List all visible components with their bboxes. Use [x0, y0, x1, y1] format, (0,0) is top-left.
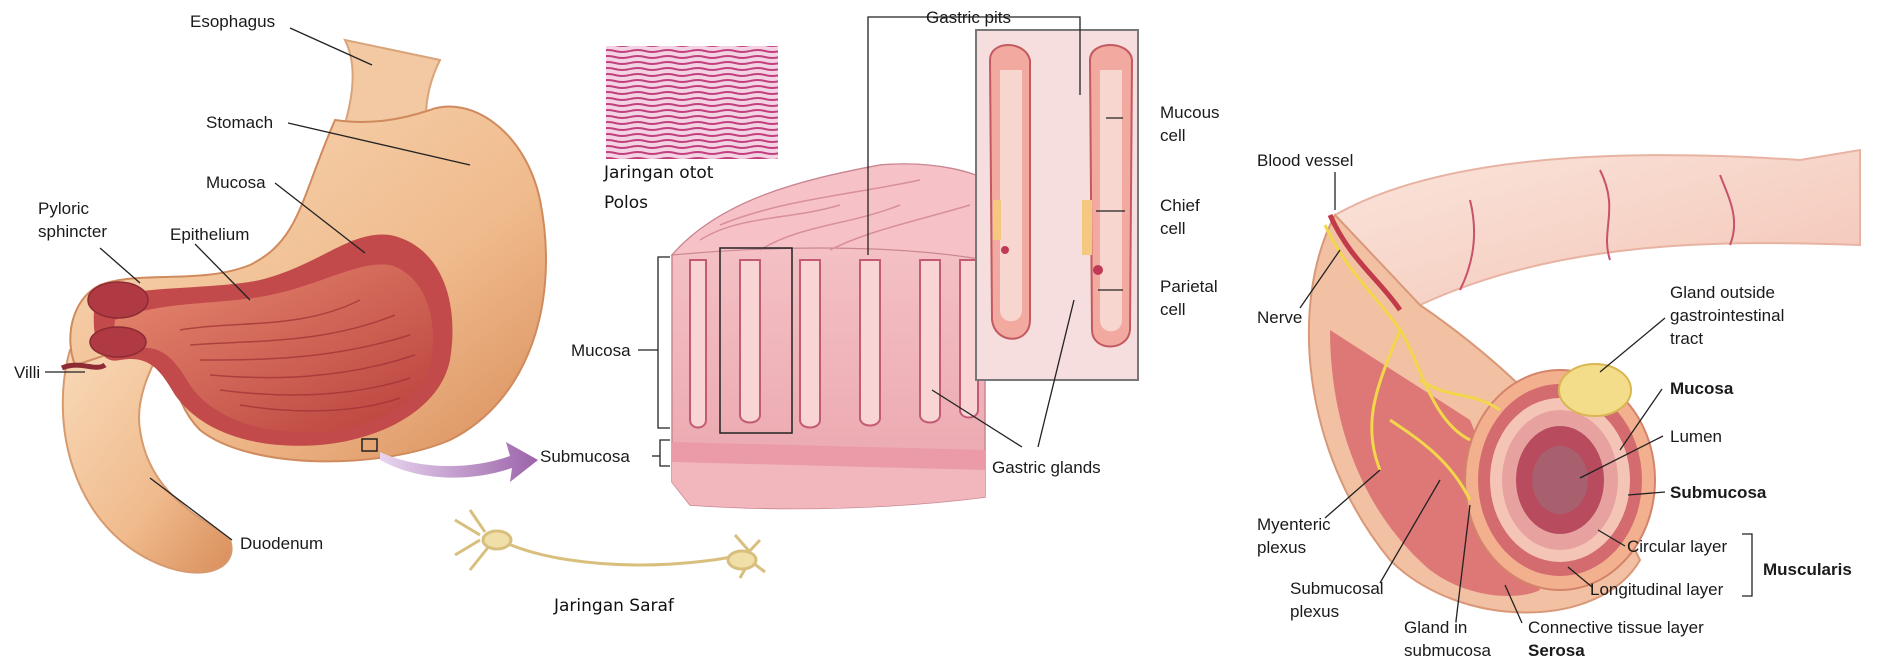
label-duodenum: Duodenum	[240, 532, 323, 555]
label-pyloric-sphincter: Pyloric sphincter	[38, 197, 107, 243]
label-chief-cell: Chief cell	[1160, 194, 1200, 240]
label-epithelium: Epithelium	[170, 223, 249, 246]
label-longitudinal-layer: Longitudinal layer	[1590, 578, 1723, 601]
nerve-tissue-illustration	[455, 510, 765, 578]
label-esophagus: Esophagus	[190, 10, 275, 33]
label-gastric-glands: Gastric glands	[992, 456, 1101, 479]
label-submucosal-plexus: Submucosal plexus	[1290, 577, 1384, 623]
label-mucous-cell: Mucous cell	[1160, 101, 1220, 147]
label-blood-vessel: Blood vessel	[1257, 149, 1353, 172]
label-wall-submucosa: Submucosa	[540, 445, 630, 468]
label-serosa: Serosa	[1528, 639, 1585, 662]
label-wall-mucosa: Mucosa	[571, 339, 631, 362]
label-nerve: Nerve	[1257, 306, 1302, 329]
label-stomach: Stomach	[206, 111, 273, 134]
label-connective-tissue-layer: Connective tissue layer	[1528, 616, 1704, 639]
label-stomach-mucosa: Mucosa	[206, 171, 266, 194]
caption-smooth-muscle-line2: Polos	[604, 193, 648, 213]
gastric-wall-block	[672, 164, 985, 508]
gastric-gland-inset	[976, 30, 1138, 380]
label-circular-layer: Circular layer	[1627, 535, 1727, 558]
label-villi: Villi	[14, 361, 40, 384]
label-intestine-mucosa: Mucosa	[1670, 377, 1733, 400]
label-lumen: Lumen	[1670, 425, 1722, 448]
caption-nerve-tissue: Jaringan Saraf	[554, 596, 674, 616]
label-gastric-pits: Gastric pits	[926, 6, 1011, 29]
label-gland-outside: Gland outside gastrointestinal tract	[1670, 281, 1784, 350]
label-myenteric-plexus: Myenteric plexus	[1257, 513, 1331, 559]
label-parietal-cell: Parietal cell	[1160, 275, 1218, 321]
label-intestine-submucosa: Submucosa	[1670, 481, 1766, 504]
caption-smooth-muscle-line1: Jaringan otot	[604, 163, 713, 183]
stomach-illustration	[62, 40, 546, 573]
intestine-illustration	[1309, 150, 1860, 613]
label-gland-in-submucosa: Gland in submucosa	[1404, 616, 1491, 662]
label-muscularis: Muscularis	[1763, 558, 1852, 581]
smooth-muscle-micrograph	[606, 46, 778, 159]
